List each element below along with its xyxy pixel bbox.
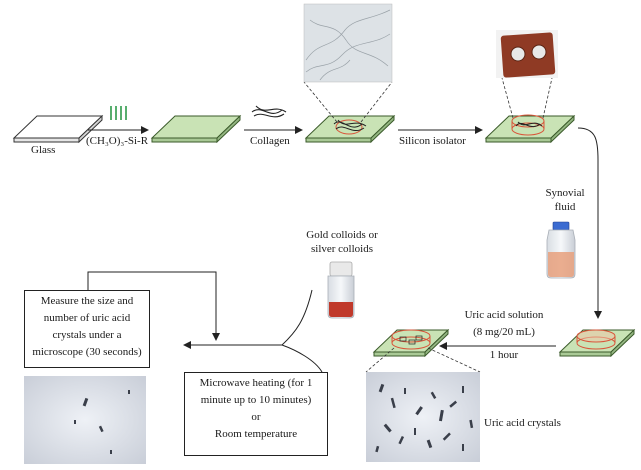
zoom-lines-crystals <box>365 347 481 373</box>
heating-line2: minute up to 10 minutes) <box>200 394 312 406</box>
label-uric-acid-solution: Uric acid solution <box>464 309 544 321</box>
label-collagen: Collagen <box>250 135 290 147</box>
label-silicon-isolator: Silicon isolator <box>399 135 466 147</box>
connector-measure-loop <box>87 271 220 341</box>
label-colloids-line1: Gold colloids or <box>306 229 378 241</box>
arrow-synovial-fluid <box>577 127 602 319</box>
label-uric-acid-crystals: Uric acid crystals <box>484 417 561 429</box>
synovial-fluid-bottle <box>546 221 576 279</box>
silicon-isolator-photo <box>496 30 558 78</box>
label-silane: (CH₃O)₃-Si-R <box>86 135 149 147</box>
connector-heating <box>281 344 323 373</box>
colloid-vial <box>327 261 355 319</box>
collagen-micrograph <box>303 3 393 83</box>
measure-line3: crystals under a <box>52 329 122 341</box>
glass-slide <box>12 114 104 144</box>
label-colloids-line2: silver colloids <box>310 243 374 255</box>
measure-line1: Measure the size and <box>40 295 134 307</box>
synovial-slide <box>558 328 636 358</box>
label-uric-acid-concentration: (8 mg/20 mL) <box>473 326 535 338</box>
crystal-slide <box>372 328 450 358</box>
heating-line3: or <box>251 411 261 423</box>
isolator-slide <box>484 114 576 144</box>
silanized-slide <box>150 114 242 144</box>
label-incubation-time: 1 hour <box>489 349 519 361</box>
collagen-fiber-icon <box>251 105 287 118</box>
measure-line4: microscope (30 seconds) <box>32 346 142 358</box>
measure-line2: number of uric acid <box>43 312 131 324</box>
zoom-lines-collagen <box>303 81 393 123</box>
silane-icon <box>110 106 127 120</box>
label-colloids: Gold colloids or silver colloids <box>292 228 392 256</box>
measurement-micrograph <box>24 376 146 464</box>
label-synovial-line2: fluid <box>554 201 576 213</box>
label-glass: Glass <box>31 144 56 156</box>
label-synovial-fluid: Synovial fluid <box>540 186 590 214</box>
uric-acid-crystal-micrograph <box>366 372 480 462</box>
measure-step-box: Measure the size and number of uric acid… <box>24 290 150 368</box>
label-synovial-line1: Synovial <box>545 187 585 199</box>
connector-colloids <box>281 289 313 346</box>
heating-line4: Room temperature <box>214 428 298 440</box>
heating-step-box: Microwave heating (for 1 minute up to 10… <box>184 372 328 456</box>
heating-line1: Microwave heating (for 1 <box>199 377 313 389</box>
zoom-lines-isolator <box>501 77 553 119</box>
collagen-coated-slide <box>304 114 396 144</box>
